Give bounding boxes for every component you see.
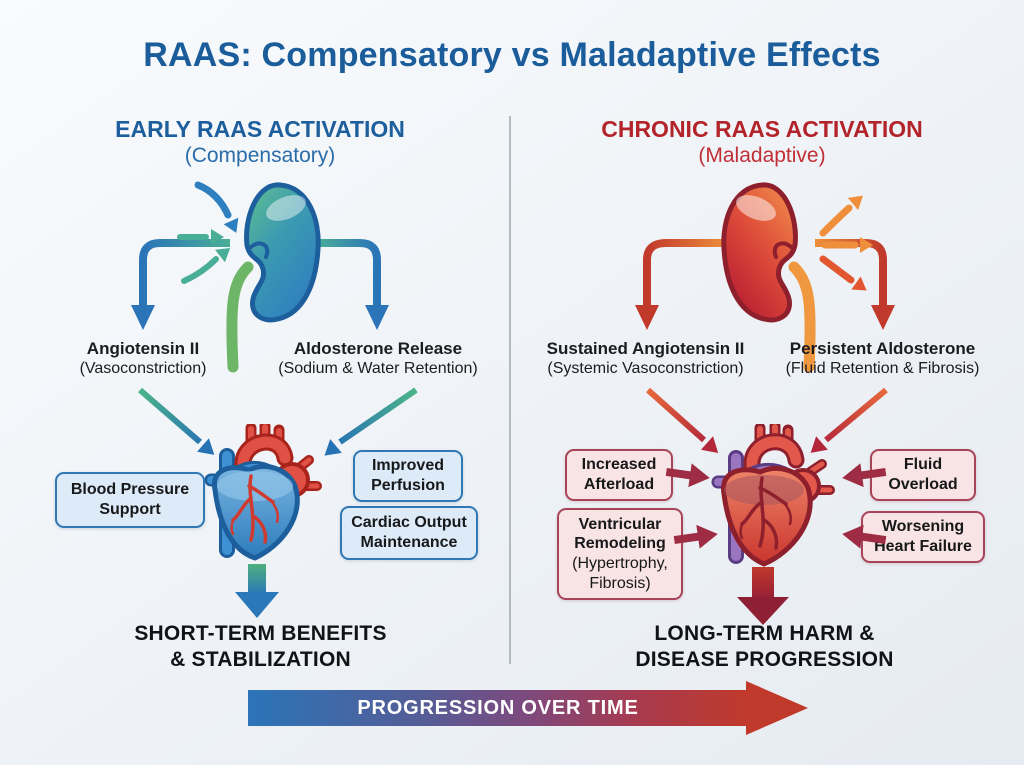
outcome-line: & STABILIZATION	[170, 647, 351, 671]
benefit-label: Improved Perfusion	[371, 457, 445, 494]
harm-label: Ventricular Remodeling	[574, 515, 666, 553]
healthy-kidney-icon	[131, 181, 389, 373]
mediator-effect: (Systemic Vasoconstriction)	[547, 360, 744, 378]
failing-heart-icon	[711, 424, 835, 567]
benefit-box-blood-pressure: Blood Pressure Support	[55, 472, 205, 528]
early-raas-subtitle: (Compensatory)	[184, 144, 336, 168]
healthy-heart-icon	[204, 424, 322, 561]
benefit-label: Blood Pressure Support	[70, 481, 190, 518]
sustained-angiotensin-label: Sustained Angiotensin II (Systemic Vasoc…	[523, 338, 768, 379]
mediator-name: Angiotensin II	[86, 339, 200, 358]
down-arrow-benefit-icon	[235, 564, 279, 618]
short-term-outcome: SHORT-TERM BENEFITS & STABILIZATION	[78, 621, 443, 672]
persistent-aldosterone-label: Persistent Aldosterone (Fluid Retention …	[760, 338, 1005, 379]
mediator-effect: (Sodium & Water Retention)	[278, 360, 478, 378]
aldosterone-label: Aldosterone Release (Sodium & Water Rete…	[258, 338, 498, 379]
mediator-name: Aldosterone Release	[293, 339, 463, 358]
early-raas-heading: EARLY RAAS ACTIVATION (Compensatory)	[60, 115, 460, 169]
down-arrow-harm-icon	[737, 567, 789, 625]
column-divider	[509, 116, 511, 664]
stressed-kidney-icon	[635, 182, 895, 373]
angiotensin-label: Angiotensin II (Vasoconstriction)	[38, 338, 248, 379]
harm-label: Worsening Heart Failure	[874, 518, 972, 555]
right-converging-arrows-icon	[646, 387, 888, 454]
benefit-box-perfusion: Improved Perfusion	[353, 450, 463, 502]
left-converging-arrows-icon	[138, 387, 418, 456]
early-raas-title: EARLY RAAS ACTIVATION	[115, 116, 405, 142]
timeline-shaft	[248, 690, 748, 726]
harm-arrow-left-icon	[842, 524, 887, 549]
chronic-raas-subtitle: (Maladaptive)	[698, 144, 826, 168]
long-term-outcome: LONG-TERM HARM & DISEASE PROGRESSION	[582, 621, 947, 672]
progression-timeline-arrow: PROGRESSION OVER TIME	[248, 681, 808, 735]
harm-box-fluid-overload: Fluid Overload	[870, 449, 976, 501]
outcome-line: LONG-TERM HARM &	[654, 622, 875, 645]
harm-sublabel: (Hypertrophy, Fibrosis)	[572, 555, 668, 592]
timeline-arrowhead-icon	[746, 681, 808, 735]
outcome-line: SHORT-TERM BENEFITS	[134, 622, 387, 645]
harm-label: Fluid Overload	[888, 456, 958, 493]
page-title: RAAS: Compensatory vs Maladaptive Effect…	[143, 36, 881, 74]
timeline-label: PROGRESSION OVER TIME	[357, 697, 639, 719]
mediator-effect: (Vasoconstriction)	[79, 360, 207, 378]
mediator-effect: (Fluid Retention & Fibrosis)	[785, 360, 980, 378]
chronic-raas-heading: CHRONIC RAAS ACTIVATION (Maladaptive)	[562, 115, 962, 169]
outcome-line: DISEASE PROGRESSION	[635, 647, 894, 671]
harm-arrow-left-icon	[842, 463, 887, 488]
mediator-name: Sustained Angiotensin II	[546, 339, 745, 358]
harm-arrow-right-icon	[673, 524, 718, 549]
chronic-raas-title: CHRONIC RAAS ACTIVATION	[601, 116, 923, 142]
harm-label: Increased Afterload	[581, 456, 657, 493]
harm-box-afterload: Increased Afterload	[565, 449, 673, 501]
benefit-label: Cardiac Output Maintenance	[351, 514, 467, 551]
mediator-name: Persistent Aldosterone	[789, 339, 976, 358]
benefit-box-cardiac-output: Cardiac Output Maintenance	[340, 506, 478, 560]
harm-arrow-right-icon	[665, 463, 710, 488]
harm-box-remodeling: Ventricular Remodeling (Hypertrophy, Fib…	[557, 508, 683, 600]
